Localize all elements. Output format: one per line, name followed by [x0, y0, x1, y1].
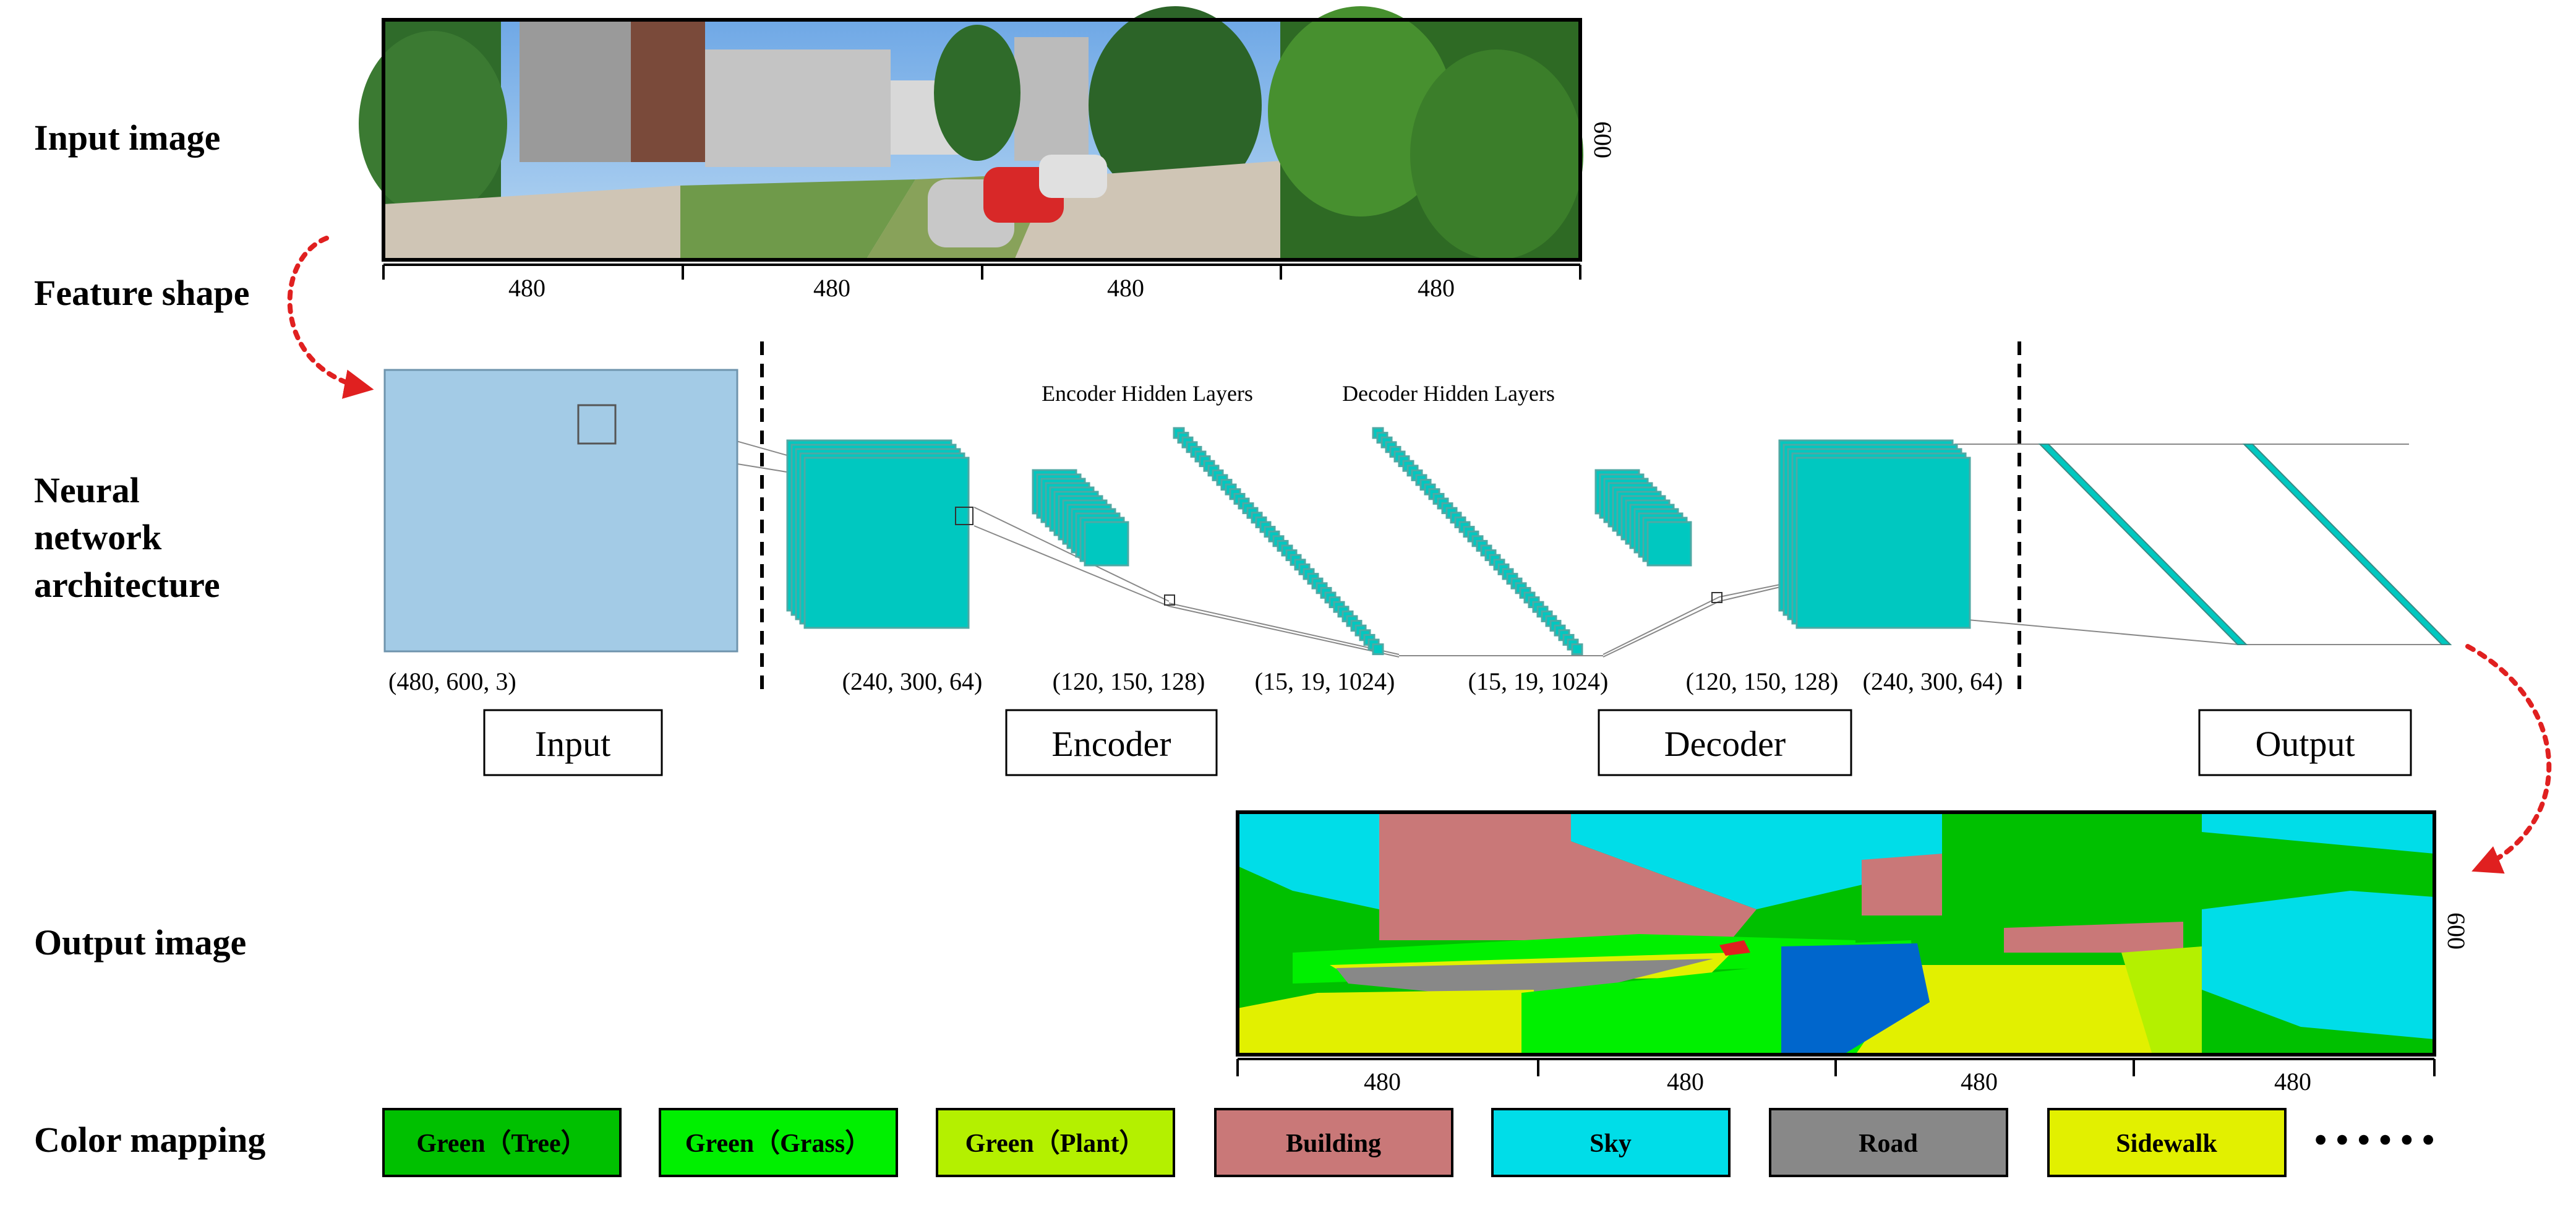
row-label-feature-shape: Feature shape — [34, 273, 250, 313]
shape-label-dec1: (15, 19, 1024) — [1468, 667, 1609, 695]
output-layer-bar-1 — [2038, 444, 2248, 645]
stage-label-input: Input — [535, 724, 610, 764]
decoder-hidden-layers — [1372, 427, 1583, 656]
stage-label-decoder: Decoder — [1664, 724, 1786, 764]
decoder-layer-3-sheet — [1795, 457, 1971, 629]
decoder-hidden-layer-sheet — [1571, 643, 1583, 656]
row-label-nn-line2: network — [34, 517, 162, 557]
output-ruler-label-2: 480 — [1667, 1068, 1704, 1096]
input-ruler-label-3: 480 — [1107, 274, 1144, 302]
stage-box-encoder — [1005, 709, 1218, 776]
legend-label-3: Building — [1286, 1130, 1381, 1158]
legend-label-1: Green（Grass） — [685, 1129, 871, 1158]
legend-swatch-6 — [2047, 1108, 2287, 1177]
shape-label-enc3: (15, 19, 1024) — [1255, 667, 1395, 695]
legend-label-2: Green（Plant） — [965, 1129, 1145, 1158]
output-layer-bar-2 — [2242, 444, 2452, 645]
legend-swatch-5 — [1769, 1108, 2008, 1177]
row-label-color-mapping: Color mapping — [34, 1120, 265, 1160]
legend-swatch-1 — [659, 1108, 898, 1177]
decoder-layer-3 — [1778, 439, 1971, 629]
encoder-hidden-layers — [1173, 427, 1384, 656]
legend-label-4: Sky — [1590, 1130, 1632, 1158]
stage-label-encoder: Encoder — [1051, 724, 1171, 764]
output-height-label: 600 — [2442, 912, 2470, 950]
input-ruler-label-1: 480 — [508, 274, 546, 302]
encoder-2-kernel-window — [1164, 594, 1175, 606]
encoder-layer-2 — [1032, 469, 1175, 606]
decoder-2-kernel-window — [1711, 592, 1722, 603]
legend-swatch-2 — [936, 1108, 1175, 1177]
shape-label-enc2: (120, 150, 128) — [1053, 667, 1205, 695]
decoder-hidden-title: Decoder Hidden Layers — [1342, 381, 1555, 406]
row-label-nn-line3: architecture — [34, 565, 220, 605]
encoder-layer-2-sheet — [1084, 521, 1129, 567]
input-ruler — [382, 264, 1581, 280]
shape-label-dec3: (240, 300, 64) — [1863, 667, 2003, 695]
row-label-input-image: Input image — [34, 118, 220, 158]
legend-swatch-3 — [1214, 1108, 1453, 1177]
legend-swatch-4 — [1491, 1108, 1731, 1177]
shape-label-enc1: (240, 300, 64) — [842, 667, 983, 695]
shape-label-input: (480, 600, 3) — [388, 667, 516, 695]
stage-box-input — [483, 709, 663, 776]
output-ruler-label-4: 480 — [2274, 1068, 2311, 1096]
row-label-nn-line1: Neural — [34, 470, 140, 510]
output-ruler — [1236, 1058, 2436, 1076]
input-layer-block — [383, 369, 738, 653]
input-height-label: 600 — [1589, 121, 1617, 158]
color-legend: Green（Tree） Green（Grass） Green（Plant） Build… — [382, 1108, 2287, 1177]
decoder-layer-2 — [1594, 469, 1722, 603]
row-label-output-image: Output image — [34, 922, 246, 963]
legend-label-6: Sidewalk — [2116, 1130, 2217, 1158]
input-panorama — [359, 6, 1583, 262]
encoder-layer-1-sheet — [803, 457, 970, 629]
legend-swatch-0 — [382, 1108, 622, 1177]
encoder-hidden-layer-sheet — [1372, 643, 1384, 656]
input-ruler-label-2: 480 — [813, 274, 850, 302]
input-ruler-label-4: 480 — [1418, 274, 1455, 302]
encoder-hidden-title: Encoder Hidden Layers — [1042, 381, 1253, 406]
stage-box-output — [2198, 709, 2412, 776]
output-ruler-label-3: 480 — [1961, 1068, 1998, 1096]
shape-label-dec2: (120, 150, 128) — [1686, 667, 1839, 695]
legend-more-dots: • • • • • • — [2314, 1120, 2434, 1160]
legend-label-5: Road — [1859, 1130, 1918, 1158]
decoder-layer-2-sheet — [1646, 521, 1692, 567]
output-segmentation — [1236, 810, 2436, 1057]
encoder-1-kernel-window — [955, 507, 973, 525]
legend-label-0: Green（Tree） — [416, 1129, 586, 1158]
input-to-network-arrow — [287, 236, 374, 399]
network-to-output-arrow — [2465, 644, 2552, 874]
output-ruler-label-1: 480 — [1364, 1068, 1401, 1096]
encoder-layer-1 — [786, 439, 973, 629]
stage-label-output: Output — [2255, 724, 2355, 764]
input-kernel-window — [577, 404, 617, 445]
stage-box-decoder — [1598, 709, 1852, 776]
